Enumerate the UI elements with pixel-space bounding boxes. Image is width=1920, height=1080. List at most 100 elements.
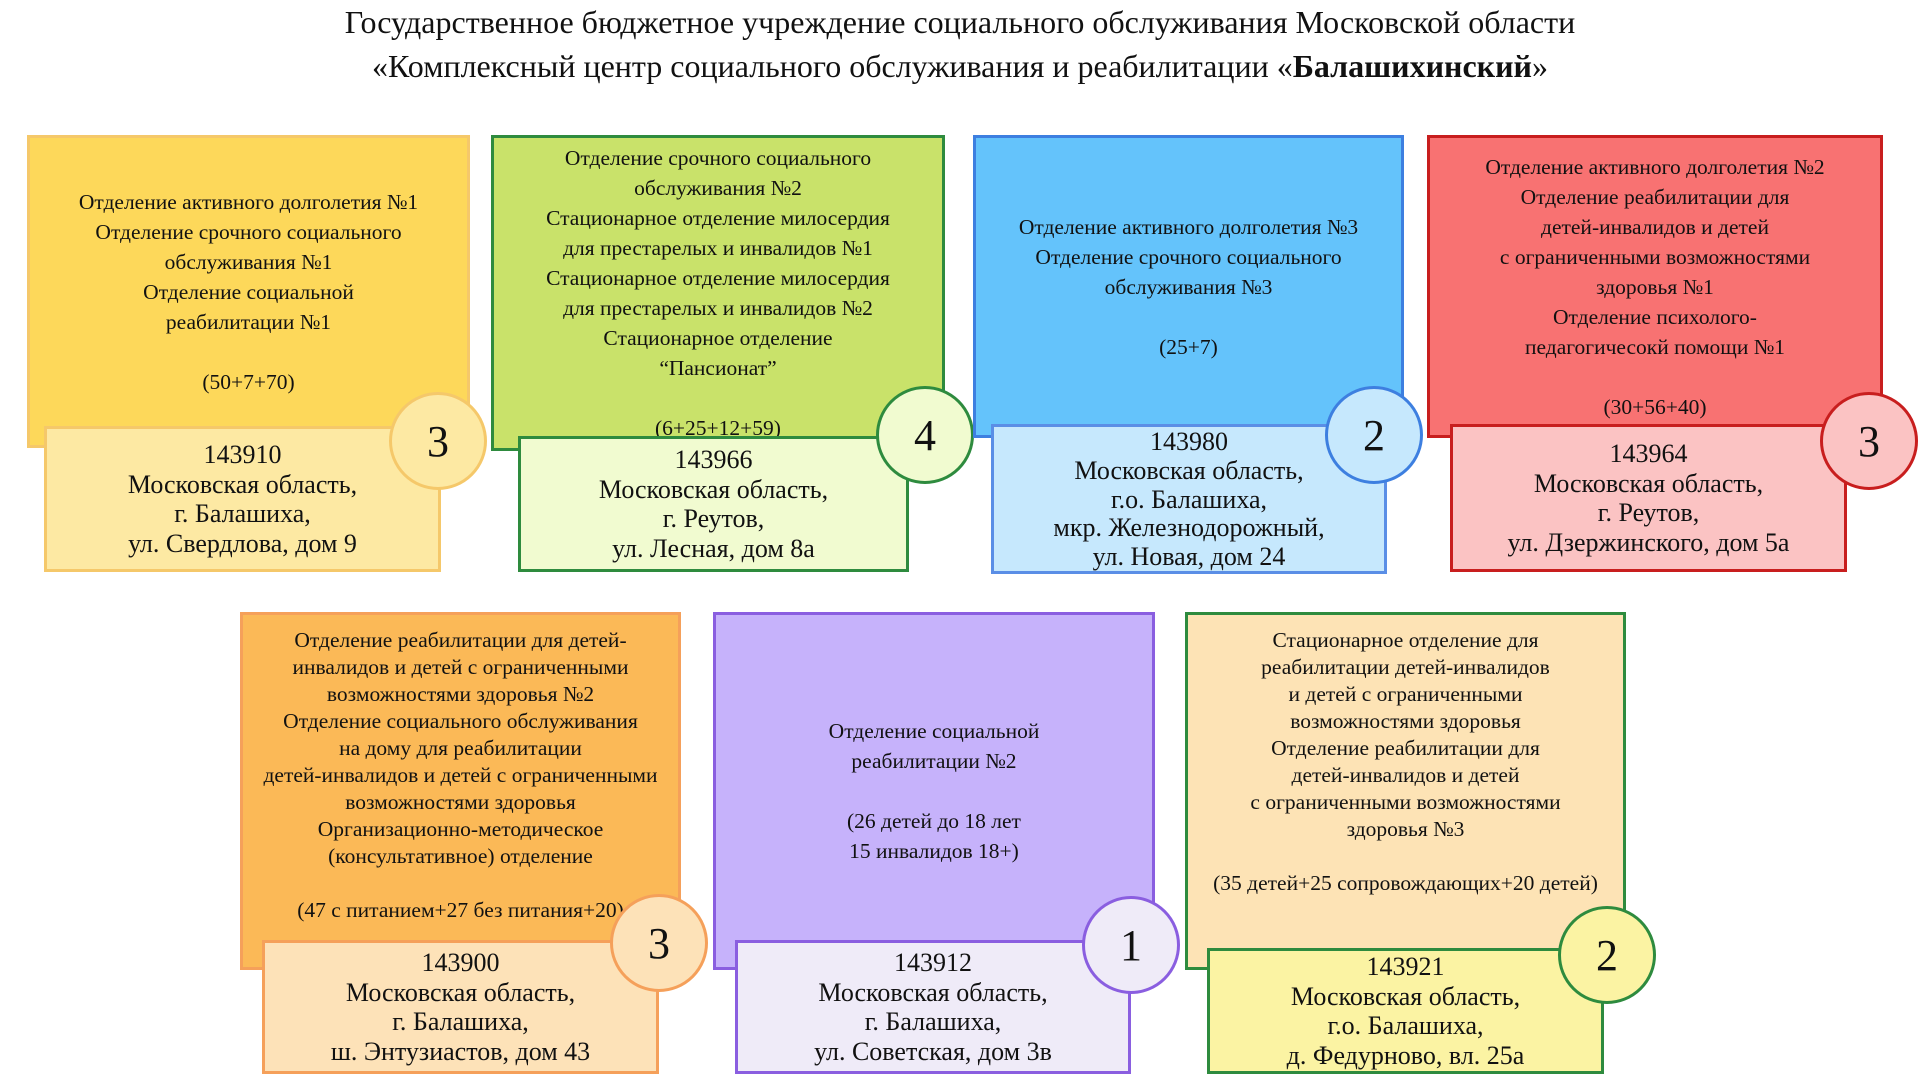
address-line: г. Реутов,: [662, 504, 765, 533]
department-line: для престарелых и инвалидов №2: [563, 296, 873, 320]
department-line: Отделение срочного социального: [95, 219, 402, 244]
department-line: возможностями здоровья: [345, 790, 576, 814]
address-line: ул. Дзержинского, дом 5а: [1507, 527, 1790, 557]
title-line-2: «Комплексный центр социального обслужива…: [0, 44, 1920, 88]
department-line: (30+56+40): [1603, 394, 1707, 419]
department-line: и детей с ограниченными: [1288, 682, 1523, 706]
department-line: “Пансионат”: [659, 356, 777, 380]
department-line: здоровья №1: [1596, 274, 1714, 299]
department-line: Отделение реабилитации для детей-: [294, 628, 627, 652]
count-badge: 1: [1082, 896, 1180, 994]
address-line: Московская область,: [345, 977, 576, 1007]
department-box: Отделение реабилитации для детей-инвалид…: [240, 612, 681, 970]
department-line: Отделение психолого-: [1553, 304, 1757, 329]
address-line: г.о. Балашиха,: [1327, 1011, 1484, 1040]
department-box: Отделение социальной реабилитации №2 (26 д…: [713, 612, 1155, 970]
department-line: Стационарное отделение для: [1272, 628, 1539, 652]
department-line: с ограниченными возможностями: [1499, 244, 1811, 269]
department-line: обслуживания №2: [634, 176, 802, 200]
address-line: г. Балашиха,: [392, 1007, 529, 1036]
address-line: ул. Новая, дом 24: [1092, 542, 1286, 572]
department-line: (консультативное) отделение: [328, 844, 593, 868]
address-line: ул. Свердлова, дом 9: [128, 528, 357, 558]
count-badge: 2: [1325, 386, 1423, 484]
department-line: (35 детей+25 сопровождающих+20 детей): [1213, 871, 1598, 895]
postal-code: 143980: [1150, 427, 1228, 456]
count-badge: 4: [876, 386, 974, 484]
department-line: (47 с питанием+27 без питания+20): [297, 898, 624, 922]
postal-code: 143966: [674, 445, 753, 474]
department-line: возможностями здоровья №2: [326, 682, 595, 706]
department-line: реабилитации №2: [851, 749, 1017, 773]
department-line: (25+7): [1159, 334, 1218, 359]
department-line: детей-инвалидов и детей: [1291, 763, 1520, 787]
department-line: 15 инвалидов 18+): [849, 839, 1019, 863]
address-line: Московская область,: [1074, 455, 1304, 485]
address-line: г. Реутов,: [1597, 498, 1700, 527]
department-line: реабилитации №1: [165, 309, 332, 334]
department-line: обслуживания №1: [164, 249, 333, 274]
department-line: Отделение срочного социального: [1035, 244, 1342, 269]
address-line: г.о. Балашиха,: [1110, 484, 1268, 514]
count-badge: 2: [1558, 906, 1656, 1004]
department-line: Стационарное отделение милосердия: [546, 206, 890, 230]
department-line: Стационарное отделение милосердия: [546, 266, 890, 290]
department-line: детей-инвалидов и детей с ограниченными: [263, 763, 658, 787]
department-line: педагогичесокй помощи №1: [1524, 334, 1785, 359]
count-badge: 3: [389, 392, 487, 490]
address-line: мкр. Железнодорожный,: [1053, 513, 1325, 543]
department-line: инвалидов и детей с ограниченными: [292, 655, 629, 679]
department-line: (26 детей до 18 лет: [847, 809, 1021, 833]
department-box: Отделение активного долголетия №3 Отделен…: [973, 135, 1404, 438]
department-line: Стационарное отделение: [603, 326, 833, 350]
department-line: Отделение реабилитации для: [1520, 184, 1790, 209]
address-line: д. Федурново, вл. 25а: [1286, 1040, 1525, 1070]
department-line: Отделение активного долголетия №3: [1018, 214, 1359, 239]
count-badge: 3: [610, 894, 708, 992]
count-badge: 3: [1820, 392, 1918, 490]
department-box: Отделение срочного социального обслуживан…: [491, 135, 945, 451]
postal-code: 143964: [1609, 439, 1688, 468]
department-box: Отделение активного долголетия №1 Отделен…: [27, 135, 470, 448]
postal-code: 143921: [1366, 952, 1445, 981]
address-line: Московская область,: [598, 474, 829, 504]
department-line: Отделение активного долголетия №1: [78, 189, 419, 214]
department-line: Отделение срочного социального: [564, 146, 872, 170]
department-line: реабилитации детей-инвалидов: [1261, 655, 1550, 679]
department-line: Организационно-методическое: [317, 817, 604, 841]
department-line: детей-инвалидов и детей: [1541, 214, 1769, 239]
address-line: ул. Лесная, дом 8а: [612, 533, 815, 563]
title-suffix: »: [1531, 48, 1548, 84]
department-line: Отделение реабилитации для: [1271, 736, 1540, 760]
department-line: здоровья №3: [1346, 817, 1465, 841]
department-line: Отделение активного долголетия №2: [1485, 154, 1825, 179]
department-line: на дому для реабилитации: [339, 736, 582, 760]
department-line: возможностями здоровья: [1290, 709, 1521, 733]
address-line: Московская область,: [1290, 981, 1521, 1011]
address-line: г. Балашиха,: [174, 499, 311, 528]
address-line: Московская область,: [818, 977, 1048, 1007]
department-line: с ограниченными возможностями: [1250, 790, 1561, 814]
title-bold: Балашихинский: [1292, 48, 1532, 84]
department-line: (50+7+70): [202, 369, 295, 394]
address-line: ш. Энтузиастов, дом 43: [330, 1036, 591, 1066]
address-line: ул. Советская, дом 3в: [814, 1036, 1052, 1066]
department-line: Отделение социальной: [143, 279, 354, 304]
department-box: Стационарное отделение для реабилитации д…: [1185, 612, 1626, 970]
department-line: обслуживания №3: [1104, 274, 1273, 299]
department-line: Отделение социального обслуживания: [283, 709, 638, 733]
address-line: Московская область,: [1533, 468, 1764, 498]
department-line: для престарелых и инвалидов №1: [563, 236, 873, 260]
postal-code: 143912: [894, 948, 972, 977]
department-line: Отделение социальной: [828, 719, 1040, 743]
address-line: г. Балашиха,: [864, 1007, 1002, 1036]
title-line-1: Государственное бюджетное учреждение соц…: [344, 4, 1576, 40]
department-box: Отделение активного долголетия №2 Отделен…: [1427, 135, 1883, 438]
